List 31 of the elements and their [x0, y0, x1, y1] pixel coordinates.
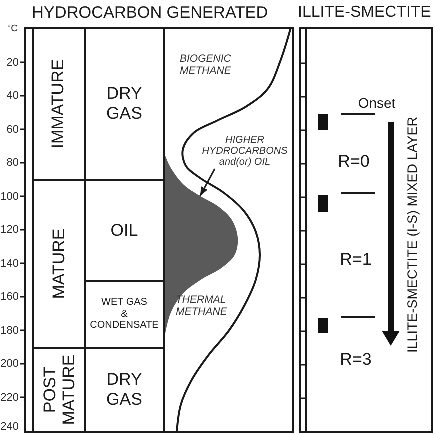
zone-label: DRY GAS: [106, 370, 142, 410]
axis-tick-label: 20: [6, 56, 19, 68]
vertical-label: ILLITE-SMECTITE (I-S) MIXED LAYER: [405, 116, 421, 354]
zone-label: POST MATURE: [40, 354, 78, 426]
zone-label: OIL: [110, 220, 138, 240]
axis-tick-label: 180: [0, 324, 19, 336]
axis-tick-label: 100: [0, 190, 19, 202]
zone-label: IMMATURE: [49, 59, 69, 149]
axis-tick-label: 200: [0, 358, 19, 370]
zone-label: DRY GAS: [106, 84, 142, 124]
zone-label: WET GAS & CONDENSATE: [90, 297, 159, 332]
axis-tick-label: 40: [6, 90, 19, 102]
zone-label: R=0: [338, 152, 370, 172]
onset-label: Onset: [358, 95, 396, 111]
axis-tick-label: 140: [0, 258, 19, 270]
callout-label: HIGHER HYDROCARBONS and(or) OIL: [198, 135, 292, 169]
region-label: THERMAL METHANE: [176, 294, 228, 318]
axis-tick-label: 240: [0, 421, 19, 433]
axis-tick-label: 80: [6, 157, 19, 169]
panel-heading: HYDROCARBON GENERATED: [32, 4, 268, 23]
leader-arrow: [200, 168, 216, 197]
zone-label: MATURE: [49, 228, 69, 300]
panel-heading: ILLITE-SMECTITE: [298, 4, 432, 22]
axis-tick-label: 220: [0, 392, 19, 404]
axis-tick-label: 160: [0, 291, 19, 303]
zone-label: R=1: [340, 250, 372, 270]
axis-tick-label: 60: [6, 124, 19, 136]
axis-tick-label: 120: [0, 224, 19, 236]
zone-label: R=3: [340, 350, 372, 370]
region-label: BIOGENIC METHANE: [180, 53, 232, 77]
unit-label: °C: [7, 24, 18, 34]
